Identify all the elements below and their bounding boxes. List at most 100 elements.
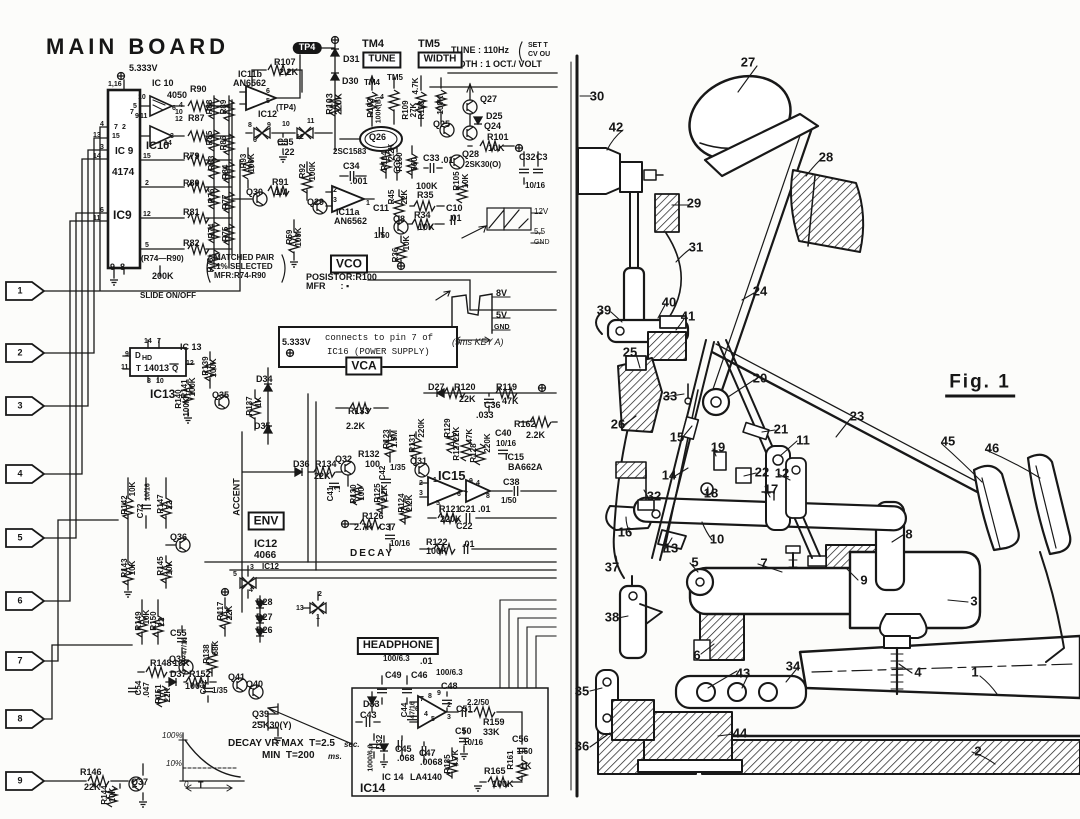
schematic-label: R100: [395, 152, 404, 172]
schematic-label: C45: [395, 744, 412, 754]
connector-flag-number: 2: [17, 347, 23, 358]
fig1-callout: 37: [604, 559, 620, 575]
schematic-label: 3: [250, 564, 254, 571]
schematic-label: 11: [140, 113, 148, 120]
schematic-label: 2: [318, 591, 322, 598]
schematic-label: 22: [157, 617, 166, 627]
schematic-label: 9: [469, 478, 473, 485]
fig1-callout: 10: [709, 531, 725, 547]
schematic-label: 2SK30(Y): [252, 720, 292, 730]
schematic-label: 10K: [418, 222, 435, 232]
schematic-label: 100K: [294, 227, 303, 247]
schematic-label: 10/16: [144, 483, 152, 501]
fig1-callout: 34: [785, 658, 801, 674]
connector-flag-number: 7: [17, 655, 23, 666]
schematic-label: 5: [431, 716, 435, 723]
schematic-label: 9: [267, 122, 271, 129]
schematic-label: R128: [469, 443, 478, 463]
schematic-label: 7: [420, 696, 424, 703]
schematic-label: 2.2K: [380, 484, 389, 502]
schematic-label: 3: [447, 714, 451, 721]
schematic-label: 1M: [275, 187, 288, 197]
schematic-label: SET T: [528, 42, 548, 49]
schematic-label: R84: [221, 164, 230, 180]
schematic-label: 1/50: [374, 231, 390, 240]
schematic-label: 22K: [225, 605, 234, 621]
schematic-label: T: [198, 780, 204, 790]
schematic-label: Q38: [169, 654, 187, 664]
schematic-label: WIDTH : 1 OCT./ VOLT: [448, 59, 542, 69]
schematic-label: C49: [385, 670, 402, 680]
schematic-label: R129: [443, 418, 452, 438]
schematic-label: R161: [506, 750, 515, 770]
schematic-label: R142: [120, 495, 129, 515]
section-box-env: ENV: [247, 511, 285, 531]
schematic-label: 11: [307, 118, 315, 125]
connector-flag-number: 3: [17, 400, 23, 411]
schematic-label: Q39: [252, 709, 270, 719]
schematic-label: 2: [447, 702, 451, 709]
schematic-label: 10%: [166, 759, 183, 768]
schematic-label: 22K: [459, 394, 476, 404]
schematic-label: 10K: [402, 235, 411, 251]
schematic-label: 9: [135, 113, 139, 120]
schematic-label: Q37: [131, 777, 149, 787]
schematic-label: 10: [282, 121, 290, 128]
schematic-label: IC12: [262, 562, 279, 571]
schematic-label: C3: [536, 152, 548, 162]
schematic-label: R148: [150, 658, 172, 668]
schematic-label: 12V: [534, 207, 549, 216]
schematic-label: 9: [110, 262, 116, 272]
schematic-label: 10K: [173, 658, 190, 668]
schematic-label: 6: [266, 88, 270, 95]
schematic-label: IC 9: [115, 146, 134, 157]
schematic-label: 220K: [417, 418, 426, 438]
schematic-label: C55: [170, 628, 187, 638]
fig1-callout: 35: [574, 683, 590, 699]
schematic-label: 6: [457, 491, 461, 498]
schematic-label: IC14: [360, 781, 386, 795]
schematic-label: MFR:R74-R90: [214, 271, 267, 280]
schematic-label: 200K: [152, 271, 174, 281]
schematic-label: 1K: [520, 761, 532, 771]
fig1-callout: 17: [763, 481, 779, 497]
connector-flag-number: 1: [17, 285, 23, 296]
schematic-label: CV OU: [528, 51, 551, 58]
fig1-callout: 38: [604, 609, 620, 625]
schematic-label: R127: [452, 441, 461, 461]
schematic-label: 2SC1583: [333, 147, 367, 156]
schematic-label: Q41: [228, 672, 246, 682]
schematic-label: R146: [80, 767, 102, 777]
schematic-label: BA662A: [508, 462, 543, 472]
connector-flag-number: 8: [17, 713, 23, 724]
schematic-label: 11: [93, 215, 101, 222]
schematic-label: R76: [207, 188, 216, 204]
fig1-callout: 4: [914, 664, 922, 680]
fig1-callout: 26: [610, 416, 626, 432]
schematic-label: R105: [452, 171, 461, 191]
signal-label-decay: DECAY: [350, 548, 395, 559]
schematic-label: 100K: [247, 153, 256, 173]
schematic-label: Q25: [433, 119, 451, 129]
schematic-label: IC 14: [382, 772, 404, 782]
schematic-label: 13: [93, 132, 101, 139]
schematic-label: 6: [172, 105, 176, 112]
schematic-label: 10/16: [463, 738, 484, 747]
schematic-label: Q27: [480, 94, 498, 104]
schematic-label: 100: [357, 487, 366, 501]
schematic-label: 10: [175, 109, 183, 116]
schematic-label: .047: [142, 682, 151, 698]
schematic-label: 33K: [483, 727, 500, 737]
schematic-label: IC12: [254, 538, 278, 550]
schematic-label: C38: [503, 477, 520, 487]
schematic-label: 1/50: [517, 747, 533, 756]
schematic-label: R132: [358, 449, 380, 459]
schematic-label: 14: [93, 153, 101, 160]
schematic-label: 12: [175, 116, 183, 123]
fig1-callout: 21: [773, 421, 789, 437]
fig1-callout: 41: [680, 308, 696, 324]
schematic-label: 1: [433, 477, 437, 484]
schematic-label: 1,16: [108, 81, 122, 88]
schematic-label: .01: [420, 656, 433, 666]
fig1-callout: 18: [703, 485, 719, 501]
